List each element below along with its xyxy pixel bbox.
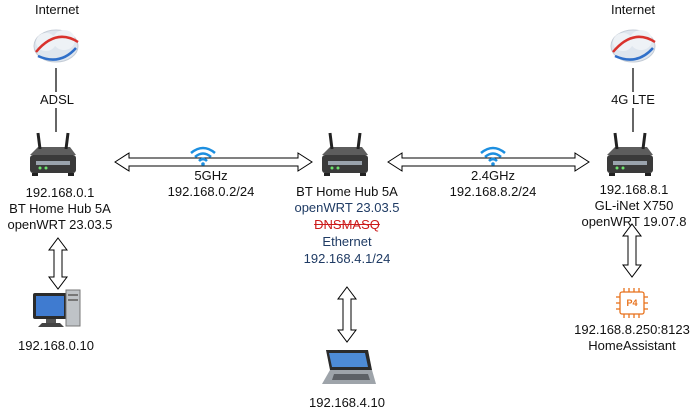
chip-label: P4 [626, 298, 638, 308]
wireless-link-arrow-right [387, 152, 590, 172]
center-router-subnet: 192.168.4.1/24 [303, 251, 391, 266]
internet-cloud-icon-left [32, 28, 80, 64]
right-router-ip: 192.168.8.1 [599, 182, 669, 197]
router-icon-right [605, 131, 655, 178]
laptop-icon [322, 350, 376, 384]
ethernet-arrow-pc [48, 237, 68, 290]
left-router-firmware: openWRT 23.03.5 [7, 217, 113, 232]
center-router-link: Ethernet [322, 234, 372, 249]
link-24ghz-ip: 192.168.8.2/24 [449, 184, 537, 199]
router-icon-left [28, 131, 78, 178]
center-router-disabled-service: DNSMASQ [314, 217, 380, 232]
homeassistant-address: 192.168.8.250:8123 [574, 322, 690, 337]
router-icon-center [320, 131, 370, 178]
center-router-model: BT Home Hub 5A [296, 184, 398, 199]
center-router-firmware: openWRT 23.03.5 [294, 200, 400, 215]
ethernet-arrow-laptop [337, 286, 357, 343]
pc-ip: 192.168.0.10 [18, 338, 94, 353]
wireless-link-arrow-left [114, 152, 313, 172]
left-router-ip: 192.168.0.1 [25, 185, 95, 200]
right-router-firmware: openWRT 19.07.8 [581, 214, 687, 229]
raspberry-pi-chip-icon [616, 288, 648, 318]
internet-cloud-icon-right [609, 28, 657, 64]
desktop-pc-icon [33, 289, 81, 327]
left-router-model: BT Home Hub 5A [9, 201, 111, 216]
internet-label-right: Internet [610, 2, 656, 17]
internet-label-left: Internet [34, 2, 80, 17]
link-24ghz-label: 2.4GHz [470, 168, 516, 183]
homeassistant-name: HomeAssistant [588, 338, 676, 353]
lte-label: 4G LTE [609, 92, 657, 108]
right-router-model: GL-iNet X750 [594, 198, 674, 213]
ethernet-arrow-ha [622, 223, 642, 278]
adsl-label: ADSL [38, 92, 76, 108]
link-5ghz-label: 5GHz [194, 168, 228, 183]
link-5ghz-ip: 192.168.0.2/24 [167, 184, 255, 199]
laptop-ip: 192.168.4.10 [309, 395, 385, 410]
